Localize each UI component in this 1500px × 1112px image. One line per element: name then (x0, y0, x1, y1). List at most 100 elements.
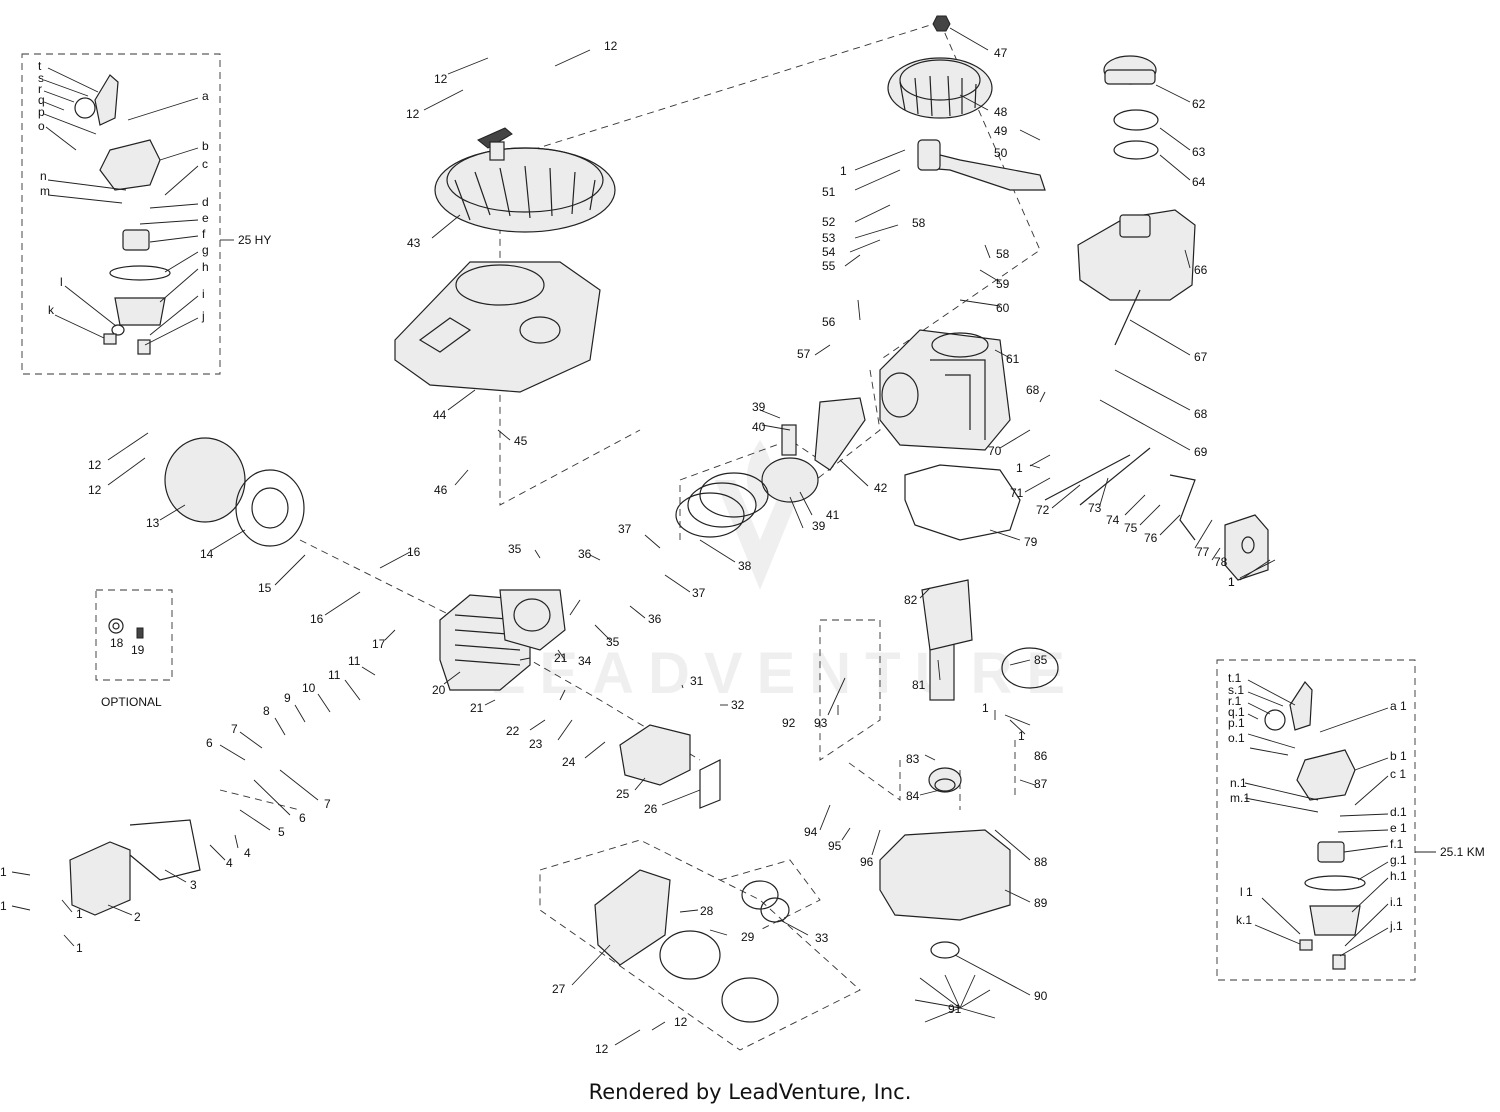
label-48: 48 (994, 105, 1008, 119)
label-94: 94 (804, 825, 818, 839)
air-filter-cover (164, 437, 305, 547)
kit-right-o: o.1 (1228, 731, 1245, 745)
label-12e: 12 (88, 483, 102, 497)
label-14: 14 (200, 547, 214, 561)
kit-left-c: c (202, 157, 208, 171)
label-70: 70 (988, 444, 1002, 458)
label-57: 57 (797, 347, 811, 361)
label-1i: 1 (76, 941, 83, 955)
label-60: 60 (996, 301, 1010, 315)
label-43: 43 (407, 236, 421, 250)
label-56: 56 (822, 315, 836, 329)
label-67: 67 (1194, 350, 1208, 364)
label-39a: 39 (752, 400, 766, 414)
blower-housing (394, 261, 601, 393)
kit-left-p: p (38, 105, 45, 119)
label-73: 73 (1088, 501, 1102, 515)
kit-right-e: e 1 (1390, 821, 1407, 835)
label-92: 92 (782, 716, 796, 730)
label-44: 44 (433, 408, 447, 422)
label-81: 81 (912, 678, 926, 692)
label-66: 66 (1194, 263, 1208, 277)
label-63: 63 (1192, 145, 1206, 159)
label-21b: 21 (470, 701, 484, 715)
kit-left-g: g (202, 243, 209, 257)
optional-box (95, 589, 173, 681)
kit-right-s: s.1 (1228, 683, 1244, 697)
label-19: 19 (131, 643, 145, 657)
label-76: 76 (1144, 531, 1158, 545)
kit-right-k: k.1 (1236, 913, 1252, 927)
kit-left-h: h (202, 260, 209, 274)
label-68b: 68 (1194, 407, 1208, 421)
label-85: 85 (1034, 653, 1048, 667)
air-cleaner-78 (1224, 514, 1269, 581)
label-87: 87 (1034, 777, 1048, 791)
label-12d: 12 (88, 458, 102, 472)
label-58b: 58 (996, 247, 1010, 261)
kit-right-t: t.1 (1228, 671, 1242, 685)
label-16a: 16 (407, 545, 421, 559)
label-29: 29 (741, 930, 755, 944)
label-64: 64 (1192, 175, 1206, 189)
label-5: 5 (278, 825, 285, 839)
label-12f: 12 (595, 1042, 609, 1056)
assembly-dash-lines (219, 21, 1041, 1051)
kit-left-r: r (38, 82, 42, 96)
label-12c: 12 (406, 107, 420, 121)
fuel-cap-parts (1103, 55, 1159, 160)
kit-left-s: s (38, 71, 44, 85)
label-74: 74 (1106, 513, 1120, 527)
label-23: 23 (529, 737, 543, 751)
label-6b: 6 (299, 811, 306, 825)
label-12a: 12 (604, 39, 618, 53)
kit-right-q: q.1 (1228, 705, 1245, 719)
label-8: 8 (263, 704, 270, 718)
right-kit-box (1216, 659, 1436, 981)
throttle-rods (1044, 447, 1196, 541)
label-42: 42 (874, 481, 888, 495)
label-37b: 37 (692, 586, 706, 600)
kit-left-t: t (38, 59, 42, 73)
label-9: 9 (284, 691, 291, 705)
label-62: 62 (1192, 97, 1206, 111)
label-95: 95 (828, 839, 842, 853)
label-36a: 36 (578, 547, 592, 561)
label-12g: 12 (674, 1015, 688, 1029)
label-6a: 6 (206, 736, 213, 750)
callout-labels (11, 27, 1389, 1046)
label-40: 40 (752, 420, 766, 434)
label-13: 13 (146, 516, 160, 530)
label-75: 75 (1124, 521, 1138, 535)
label-26: 26 (644, 802, 658, 816)
muffler-cover (69, 819, 201, 916)
piston-assembly (675, 397, 866, 538)
label-93: 93 (814, 716, 828, 730)
ignition-coil (917, 139, 1046, 191)
label-72: 72 (1036, 503, 1050, 517)
kit-right-r: r.1 (1228, 694, 1242, 708)
right-kit-carburetor (1264, 681, 1366, 970)
alternator-cover (594, 869, 790, 1023)
label-88: 88 (1034, 855, 1048, 869)
label-27: 27 (552, 982, 566, 996)
label-32: 32 (731, 698, 745, 712)
label-1h: 1 (76, 907, 83, 921)
label-53: 53 (822, 231, 836, 245)
label-49: 49 (994, 124, 1008, 138)
label-12b: 12 (434, 72, 448, 86)
label-78: 78 (1214, 555, 1228, 569)
label-59: 59 (996, 277, 1010, 291)
kit-right-a: a 1 (1390, 699, 1407, 713)
kit-right-f: f.1 (1390, 837, 1404, 851)
label-3: 3 (190, 878, 197, 892)
watermark-text: LEADVENTURE (490, 641, 1080, 706)
label-7b: 7 (324, 797, 331, 811)
label-34: 34 (578, 654, 592, 668)
label-45: 45 (514, 434, 528, 448)
recoil-starter (434, 127, 616, 233)
kit-right-n: n.1 (1230, 776, 1247, 790)
left-kit-carburetor (74, 74, 171, 355)
label-11b: 11 (328, 668, 341, 682)
